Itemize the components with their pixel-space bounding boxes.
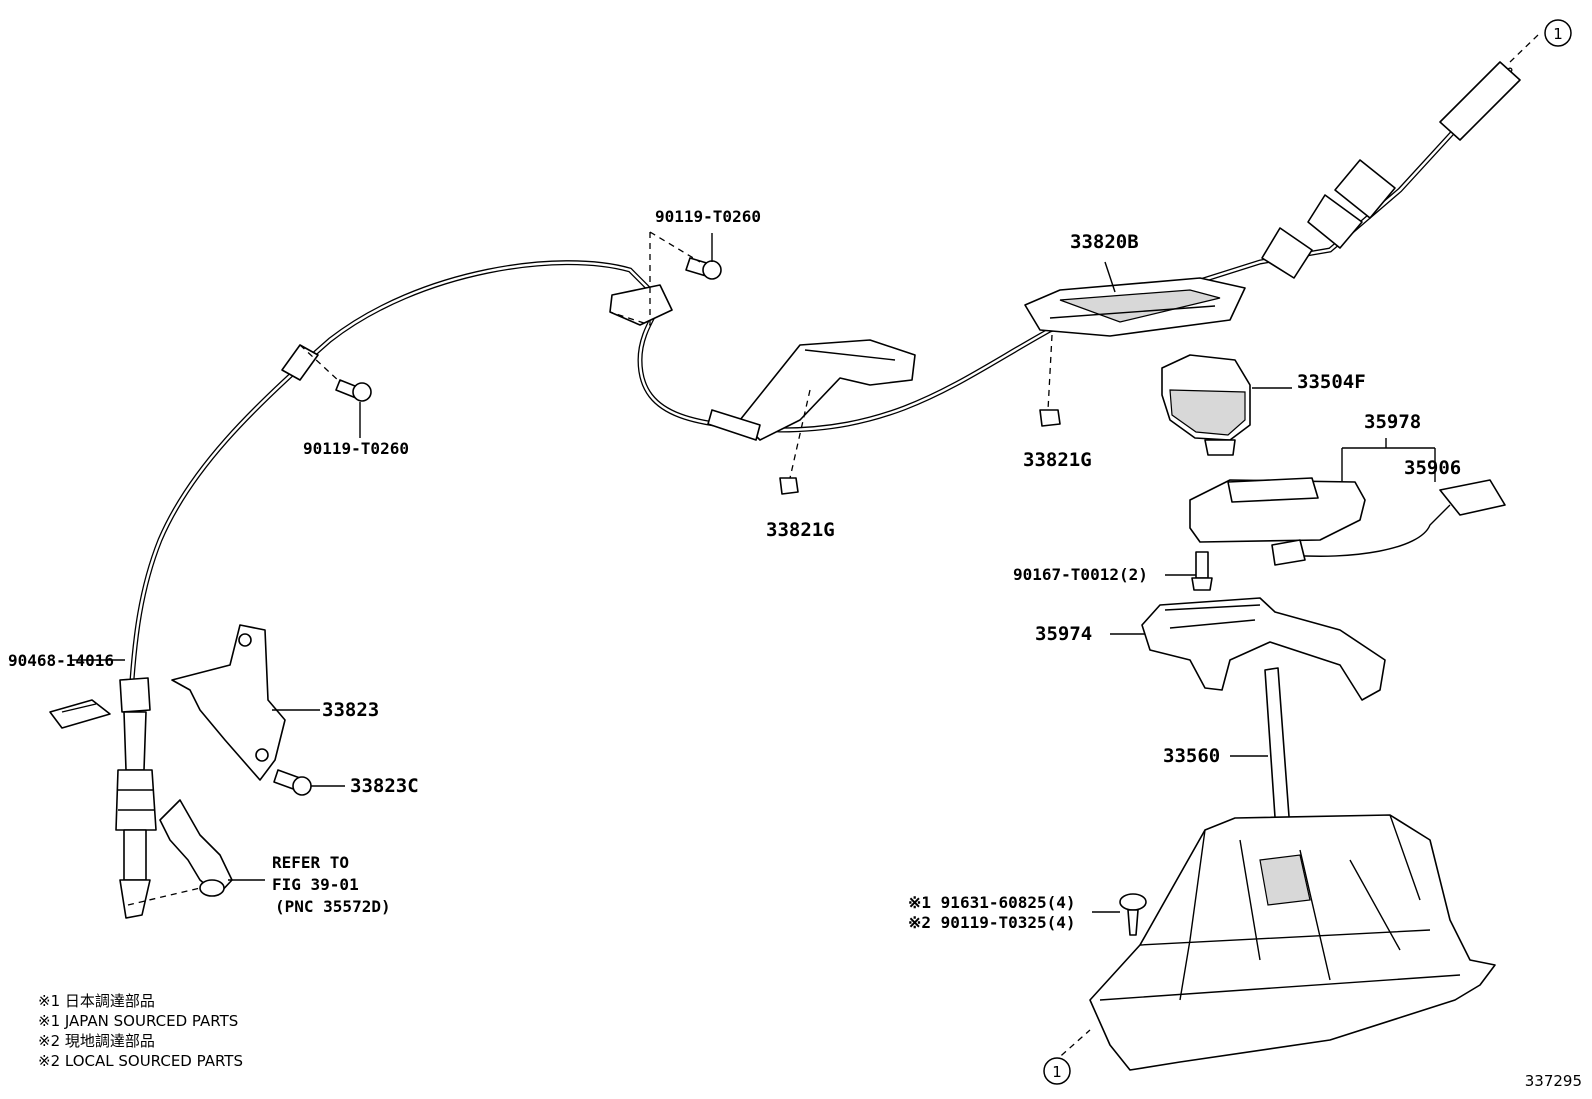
label-90468: 90468-14016: [8, 651, 114, 670]
refer-lever: [159, 799, 265, 897]
label-33823c: 33823C: [350, 775, 419, 797]
bracket-33823: [171, 624, 286, 781]
legend: ※1 日本調達部品 ※1 JAPAN SOURCED PARTS ※2 現地調達…: [38, 992, 243, 1070]
svg-text:1: 1: [1553, 25, 1563, 43]
legend-line: ※2 現地調達部品: [38, 1032, 155, 1050]
bolt-90119-left: [335, 379, 372, 402]
shift-cable: [129, 67, 1513, 683]
marker-circle-top: 1: [1544, 19, 1572, 47]
label-33821g-b: 33821G: [1023, 449, 1092, 471]
label-bolt-option-1: ※1 91631-60825(4): [908, 893, 1076, 912]
label-90119-top: 90119-T0260: [655, 207, 761, 226]
shift-lever-33560: [1089, 667, 1496, 1071]
legend-line: ※1 JAPAN SOURCED PARTS: [38, 1012, 238, 1030]
switch-35978: [1189, 477, 1366, 543]
legend-line: ※2 LOCAL SOURCED PARTS: [38, 1052, 243, 1070]
cable-bracket-33820b: [1024, 277, 1246, 337]
label-33823: 33823: [322, 699, 379, 721]
legend-line: ※1 日本調達部品: [38, 992, 155, 1010]
label-35974: 35974: [1035, 623, 1092, 645]
indicator-plate-35974: [1141, 597, 1386, 701]
label-refer-to: REFER TO: [272, 853, 349, 872]
label-33820b: 33820B: [1070, 231, 1139, 253]
screw-90167: [1191, 551, 1213, 591]
clip-90468: [49, 699, 111, 729]
label-90167: 90167-T0012(2): [1013, 565, 1148, 584]
label-90119-left: 90119-T0260: [303, 439, 409, 458]
label-refer-pnc: (PNC 35572D): [275, 897, 391, 916]
wire-harness-35906: [1271, 479, 1506, 566]
label-35978: 35978: [1364, 411, 1421, 433]
label-33821g-a: 33821G: [766, 519, 835, 541]
solid-leaders: [72, 233, 1436, 913]
shift-knob-33504f: [1161, 354, 1251, 456]
nut-33821g-b: [1039, 409, 1061, 427]
cable-end-fitting: [1261, 61, 1521, 279]
cable-mid-bracket: [707, 339, 916, 441]
label-bolt-option-2: ※2 90119-T0325(4): [908, 913, 1076, 932]
cable-lower-end: [115, 677, 157, 919]
nut-33821g-a: [779, 477, 799, 495]
bolt-lever-mount: [1119, 893, 1147, 936]
illustration-number: 337295: [1525, 1072, 1582, 1090]
svg-text:1: 1: [1052, 1063, 1062, 1081]
bolt-33823c: [273, 769, 345, 796]
label-33560: 33560: [1163, 745, 1220, 767]
dashed-leaders: [127, 34, 1539, 1071]
marker-circle-bottom: 1: [1043, 1057, 1071, 1085]
label-35906: 35906: [1404, 457, 1461, 479]
bolt-90119-top: [685, 257, 722, 280]
label-33504f: 33504F: [1297, 371, 1366, 393]
label-refer-fig: FIG 39-01: [272, 875, 359, 894]
